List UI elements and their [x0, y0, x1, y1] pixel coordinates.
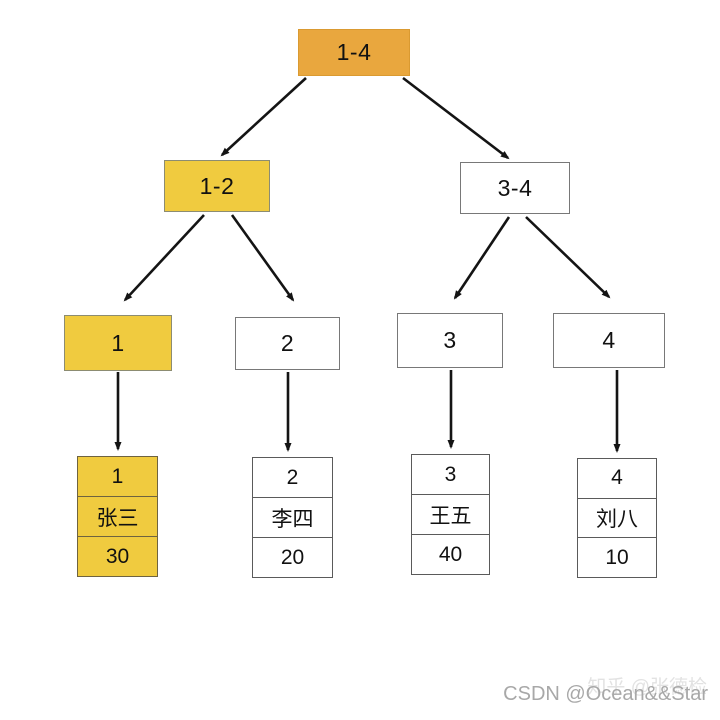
arrow-root-to-3-4 [402, 76, 510, 160]
arrow-1-2-to-1 [123, 214, 205, 302]
tree-node-1-2: 1-2 [164, 160, 270, 212]
record-1-index: 1 [111, 464, 124, 488]
record-card-3: 3 王五 40 [411, 454, 490, 575]
record-4-index: 4 [611, 466, 623, 490]
arrow-3-4-to-3 [453, 216, 511, 300]
record-2-name: 李四 [253, 497, 332, 537]
tree-node-2: 2 [235, 317, 340, 370]
record-2-value: 20 [253, 537, 332, 577]
tree-node-3-4: 3-4 [460, 162, 570, 214]
tree-node-3: 3 [397, 313, 503, 368]
tree-node-4-label: 4 [602, 327, 616, 353]
arrow-3-4-to-4 [525, 216, 611, 299]
tree-node-2-label: 2 [280, 330, 295, 356]
tree-node-1: 1 [64, 315, 172, 371]
record-card-4: 4 刘八 10 [577, 458, 657, 578]
record-4-value: 10 [578, 537, 656, 577]
tree-node-3-label: 3 [443, 327, 457, 353]
tree-node-1-4: 1-4 [298, 29, 410, 76]
tree-node-3-4-label: 3-4 [497, 174, 533, 201]
record-3-name: 王五 [412, 494, 489, 534]
arrow-root-to-1-2 [220, 77, 307, 157]
tree-node-1-4-label: 1-4 [336, 39, 372, 65]
arrow-1-2-to-2 [230, 214, 295, 302]
tree-node-1-label: 1 [111, 329, 125, 356]
record-2-index: 2 [286, 465, 299, 489]
record-4-name: 刘八 [578, 497, 656, 538]
tree-node-4: 4 [553, 313, 665, 368]
record-3-value: 40 [412, 534, 489, 574]
record-1-name: 张三 [78, 496, 157, 536]
record-3-index: 3 [444, 462, 457, 486]
record-card-2: 2 李四 20 [252, 457, 333, 578]
record-1-value: 30 [78, 536, 157, 576]
record-card-1: 1 张三 30 [77, 456, 158, 577]
tree-node-1-2-label: 1-2 [199, 172, 235, 199]
